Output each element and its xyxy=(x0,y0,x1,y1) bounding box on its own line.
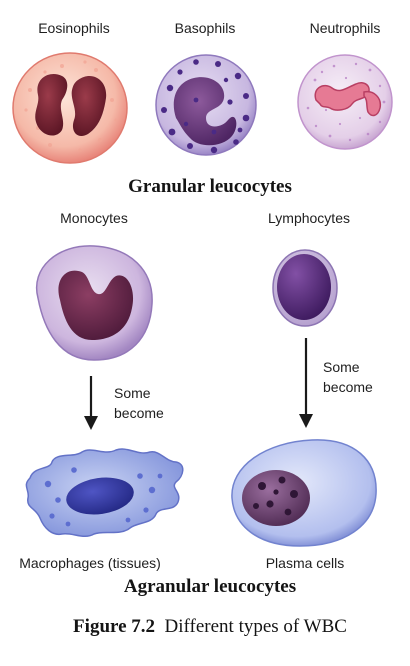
figure-caption-text: Different types of WBC xyxy=(164,616,347,637)
figure-number: Figure 7.2 xyxy=(73,616,156,637)
arrow-down-icon xyxy=(84,376,98,430)
neutrophil-cell-icon xyxy=(297,54,393,150)
lymphocyte-cell-icon xyxy=(272,249,338,327)
lymphocytes-label: Lymphocytes xyxy=(268,210,350,226)
some-become-note-left: Some become xyxy=(114,383,164,423)
some-become-line2: become xyxy=(323,379,373,395)
some-become-note-right: Some become xyxy=(323,357,373,397)
agranular-heading: Agranular leucocytes xyxy=(123,576,297,597)
eosinophils-label: Eosinophils xyxy=(38,20,110,36)
figure-caption: Figure 7.2 Different types of WBC xyxy=(73,616,347,638)
monocyte-cell-icon xyxy=(35,245,153,361)
arrow-down-icon xyxy=(299,338,313,428)
plasma-cell-icon xyxy=(231,439,377,547)
eosinophil-cell-icon xyxy=(12,52,128,164)
neutrophils-label: Neutrophils xyxy=(309,20,381,36)
basophils-label: Basophils xyxy=(174,20,236,36)
granular-heading: Granular leucocytes xyxy=(128,176,292,197)
some-become-line1: Some xyxy=(323,359,360,375)
macrophage-cell-icon xyxy=(25,448,184,537)
basophil-cell-icon xyxy=(155,54,257,156)
monocytes-label: Monocytes xyxy=(60,210,128,226)
some-become-line2: become xyxy=(114,405,164,421)
macrophages-label: Macrophages (tissues) xyxy=(19,555,161,571)
some-become-line1: Some xyxy=(114,385,151,401)
plasma-cells-label: Plasma cells xyxy=(265,555,345,571)
